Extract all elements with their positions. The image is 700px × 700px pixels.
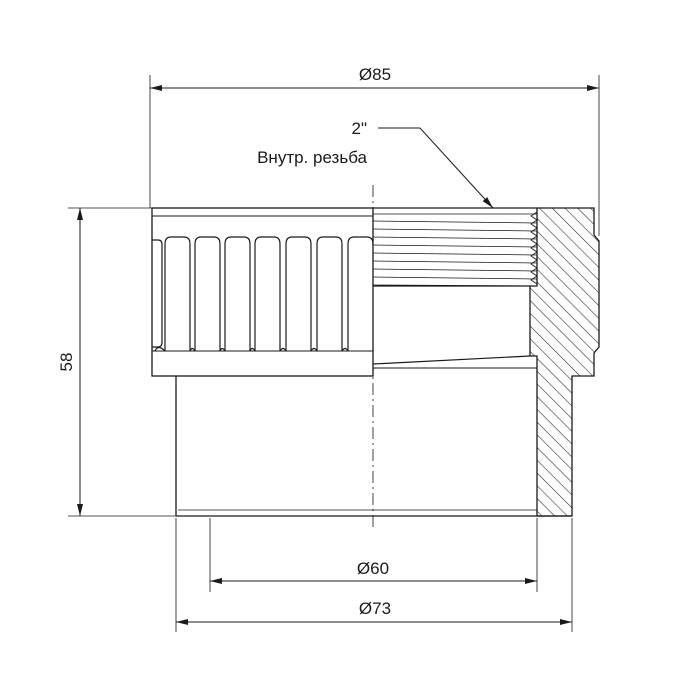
thread-size-label: 2"	[352, 119, 368, 138]
leader-line	[378, 127, 494, 209]
exterior-view	[151, 207, 374, 517]
thread-teeth	[530, 211, 538, 285]
thread-type-label: Внутр. резьба	[257, 148, 367, 167]
dimension-outer-diameter: Ø85	[149, 65, 600, 236]
dimension-spigot-diameter: Ø73	[175, 518, 573, 632]
dimension-inner-diameter: Ø60	[209, 518, 538, 592]
knurl-ribs	[152, 236, 374, 352]
socket-shoulder	[372, 355, 531, 365]
internal-thread	[372, 213, 538, 287]
inner-diameter-label: Ø60	[357, 559, 389, 578]
section-view	[372, 207, 600, 517]
thread-callout: 2" Внутр. резьба	[257, 119, 494, 209]
section-wall-hatch	[529, 207, 600, 517]
dimension-height: 58	[57, 207, 176, 517]
spigot-diameter-label: Ø73	[359, 599, 391, 618]
outer-diameter-label: Ø85	[359, 65, 391, 84]
height-label: 58	[57, 353, 76, 372]
nut-body	[151, 207, 374, 377]
